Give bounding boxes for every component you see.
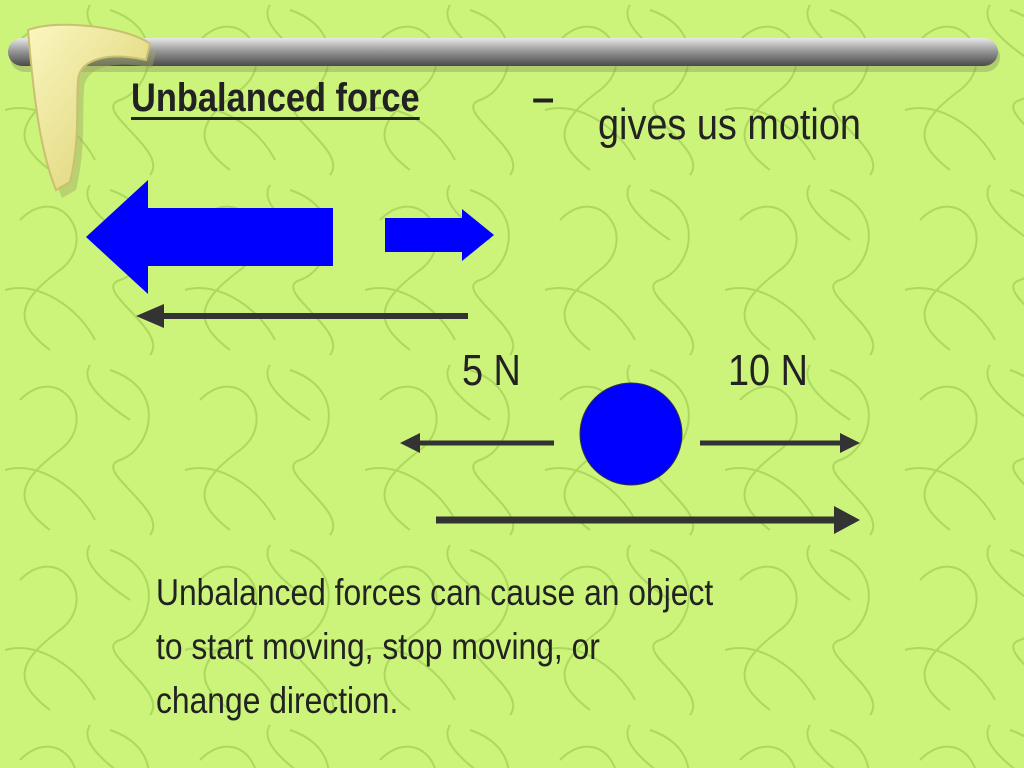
ball xyxy=(579,382,683,486)
large-left-force-arrow xyxy=(86,180,333,294)
boomerang-icon xyxy=(26,23,156,199)
body-text: Unbalanced forces can cause an object to… xyxy=(156,566,818,728)
body-line: to start moving, stop moving, or xyxy=(156,626,600,667)
body-line: change direction. xyxy=(156,680,399,721)
chrome-bar xyxy=(8,38,998,66)
slide-title: Unbalanced force xyxy=(131,76,420,120)
right-force-arrow xyxy=(700,433,860,453)
title-dash: – xyxy=(532,76,555,120)
net-force-right-arrow xyxy=(436,506,860,534)
small-right-force-arrow xyxy=(385,209,494,261)
body-line: Unbalanced forces can cause an object xyxy=(156,572,714,613)
slide-subtitle: gives us motion xyxy=(598,100,861,149)
left-force-arrow xyxy=(400,433,554,453)
force-left-label: 5 N xyxy=(462,346,521,395)
net-force-left-arrow xyxy=(136,304,468,328)
force-right-label: 10 N xyxy=(728,346,808,395)
